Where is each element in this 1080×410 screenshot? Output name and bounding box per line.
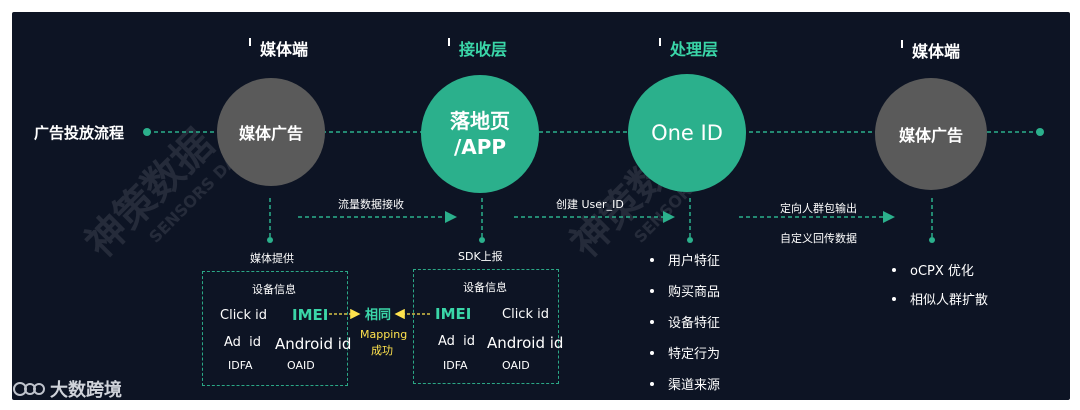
list-item: oCPX 优化 bbox=[892, 260, 988, 279]
mapping-label: Mapping bbox=[360, 328, 408, 341]
feature-label: 渠道来源 bbox=[668, 378, 721, 393]
list-item: 购买商品 bbox=[650, 281, 720, 300]
left-idfa: IDFA bbox=[228, 359, 253, 372]
label-traffic: 流量数据接收 bbox=[338, 198, 404, 211]
feature-label: 购买商品 bbox=[668, 285, 721, 300]
middle-oaid: OAID bbox=[502, 359, 530, 372]
left-ad-id: Ad id bbox=[224, 335, 262, 350]
middle-imei: IMEI bbox=[435, 305, 472, 323]
left-imei: IMEI bbox=[292, 306, 329, 324]
list-item: 渠道来源 bbox=[650, 374, 720, 393]
feature-label: oCPX 优化 bbox=[910, 264, 974, 279]
middle-ad-id: Ad id bbox=[438, 334, 476, 349]
process-feature-list: 用户特征 购买商品 设备特征 特定行为 渠道来源 bbox=[650, 250, 720, 393]
box-title: 设备信息 bbox=[252, 283, 296, 296]
logo-icon bbox=[13, 382, 45, 396]
middle-idfa: IDFA bbox=[443, 359, 468, 372]
node-landing-page: 落地页 /APP bbox=[421, 75, 539, 193]
node-one-id-label: One ID bbox=[651, 121, 723, 145]
node-media-ad-right: 媒体广告 bbox=[875, 78, 987, 190]
node-media-ad-left: 媒体广告 bbox=[217, 78, 325, 186]
header-process: 处理层 bbox=[670, 40, 719, 59]
device-info-box-left: 设备信息 Click id IMEI Ad id Android id IDFA… bbox=[202, 271, 352, 386]
middle-click-id: Click id bbox=[502, 307, 549, 322]
feature-label: 特定行为 bbox=[668, 347, 721, 362]
media-feature-list: oCPX 优化 相似人群扩散 bbox=[892, 260, 988, 308]
footer-logo: 大数跨境 bbox=[12, 376, 122, 400]
footer-logo-text: 大数跨境 bbox=[50, 380, 122, 400]
label-sdk-report: SDK上报 bbox=[458, 250, 503, 263]
device-info-box-middle: 设备信息 IMEI Click id Ad id Android id IDFA… bbox=[413, 269, 563, 384]
left-oaid: OAID bbox=[287, 359, 315, 372]
flow-start-dot bbox=[143, 128, 151, 136]
list-item: 设备特征 bbox=[650, 312, 720, 331]
mapping-success: 成功 bbox=[371, 344, 393, 357]
label-audience: 定向人群包输出 bbox=[780, 202, 857, 215]
feature-label: 设备特征 bbox=[668, 316, 721, 331]
middle-android-id: Android id bbox=[487, 334, 564, 352]
label-custom-back: 自定义回传数据 bbox=[780, 232, 857, 245]
flow-end-dot bbox=[1036, 128, 1044, 136]
left-android-id: Android id bbox=[275, 335, 352, 353]
node-landing-label-2: /APP bbox=[453, 135, 507, 159]
box-title: 设备信息 bbox=[463, 281, 507, 294]
header-receive: 接收层 bbox=[459, 40, 508, 59]
node-media-ad-right-label: 媒体广告 bbox=[898, 126, 963, 145]
diagram-panel: 神策数据 SENSORS DATA 神策数据 SENSORS DATA bbox=[12, 12, 1070, 400]
feature-label: 用户特征 bbox=[668, 254, 721, 269]
list-item: 特定行为 bbox=[650, 343, 720, 362]
label-create-user: 创建 User_ID bbox=[556, 198, 624, 211]
label-media-provider: 媒体提供 bbox=[250, 252, 294, 265]
list-item: 用户特征 bbox=[650, 250, 720, 269]
flow-label: 广告投放流程 bbox=[34, 124, 125, 142]
node-one-id: One ID bbox=[628, 74, 746, 192]
header-media-right: 媒体端 bbox=[912, 42, 961, 61]
mapping-same: 相同 bbox=[365, 308, 392, 323]
list-item: 相似人群扩散 bbox=[892, 289, 988, 308]
node-landing-label-1: 落地页 bbox=[450, 109, 510, 133]
left-click-id: Click id bbox=[220, 308, 267, 323]
header-media-left: 媒体端 bbox=[260, 40, 309, 59]
feature-label: 相似人群扩散 bbox=[910, 293, 989, 308]
node-media-ad-left-label: 媒体广告 bbox=[238, 124, 303, 143]
